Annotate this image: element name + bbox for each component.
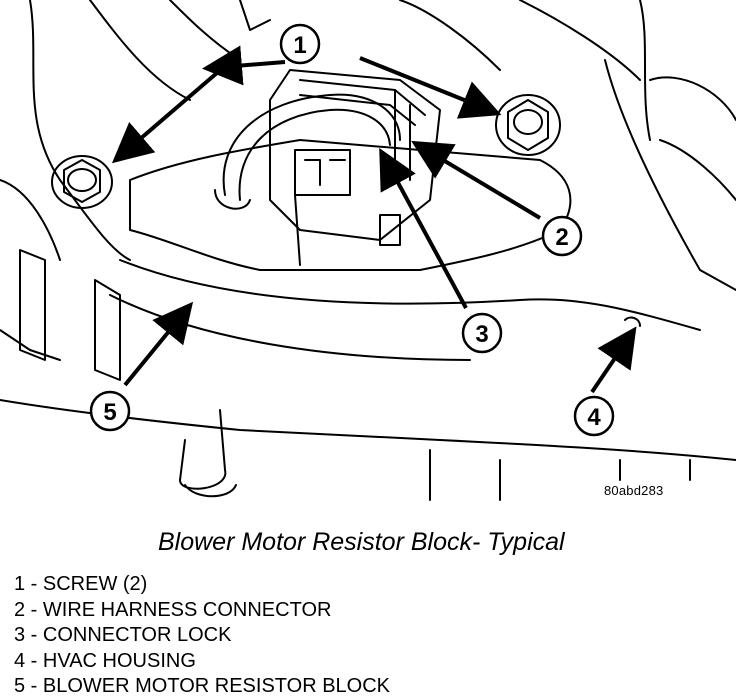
callout-2: 2 xyxy=(541,215,583,257)
resistor-block-illustration: 1 2 3 4 5 xyxy=(0,0,736,501)
svg-text:4: 4 xyxy=(587,404,601,431)
legend-item: 3 - CONNECTOR LOCK xyxy=(14,624,232,647)
callout-4: 4 xyxy=(573,395,615,437)
figure-caption: Blower Motor Resistor Block- Typical xyxy=(158,528,565,556)
legend-item: 5 - BLOWER MOTOR RESISTOR BLOCK xyxy=(14,675,390,698)
screw-left xyxy=(51,155,113,209)
legend-item: 2 - WIRE HARNESS CONNECTOR xyxy=(14,598,332,621)
legend-list: 1 - SCREW (2) 2 - WIRE HARNESS CONNECTOR… xyxy=(14,572,390,700)
callout-5: 5 xyxy=(89,390,131,432)
svg-text:1: 1 xyxy=(293,32,306,59)
svg-text:3: 3 xyxy=(475,321,488,348)
screw-right xyxy=(495,94,561,156)
legend-item: 1 - SCREW (2) xyxy=(14,573,148,595)
callout-1: 1 xyxy=(279,23,321,65)
callout-3: 3 xyxy=(461,312,503,354)
figure-id-label: 80abd283 xyxy=(604,483,664,498)
svg-text:5: 5 xyxy=(103,399,116,426)
leader-arrows xyxy=(111,45,637,394)
svg-text:2: 2 xyxy=(555,224,568,251)
legend-item: 4 - HVAC HOUSING xyxy=(14,649,196,672)
